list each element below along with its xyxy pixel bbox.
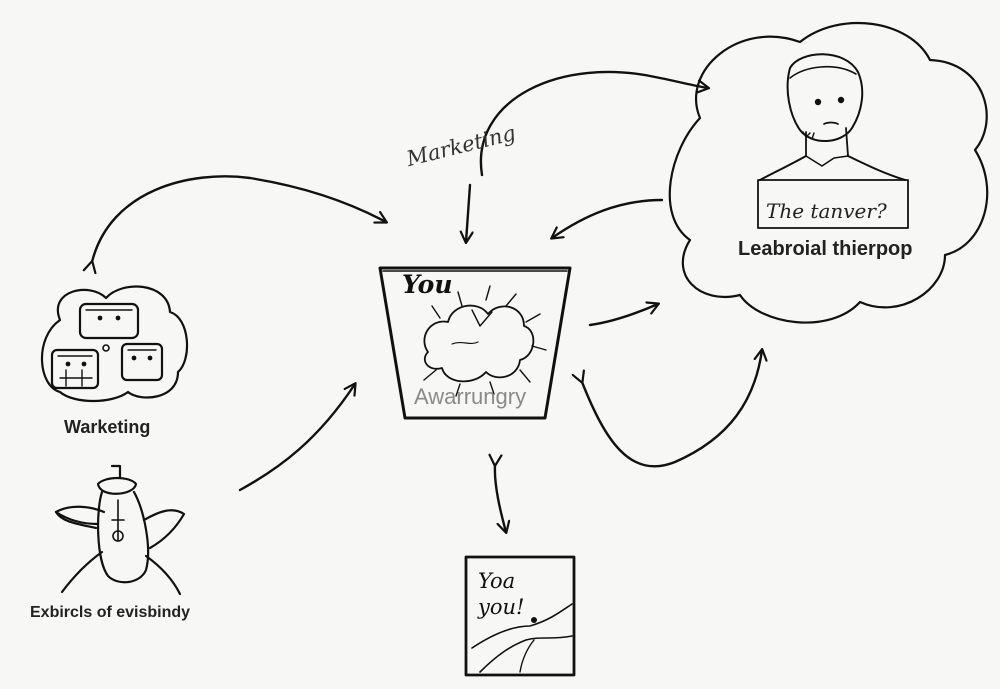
arrow-curve-to-cloud (582, 350, 762, 468)
you-cup (378, 266, 572, 420)
worry-cloud-icon (423, 304, 535, 383)
arrow-double-left (92, 175, 386, 262)
exbircls-caption: Exbircls of evisbindy (30, 604, 191, 621)
map-text-line2: you! (478, 595, 525, 619)
arrow-bottom-left-to-you (238, 384, 355, 492)
eye-icon (814, 98, 822, 106)
person-icon (759, 53, 906, 181)
audience-cloud (668, 21, 989, 324)
audience-sign-text: The tanver? (766, 199, 887, 223)
arrow-marketing-down (466, 183, 470, 242)
arrow-top-to-cloud (479, 70, 708, 177)
arrow-vertical-double (495, 465, 506, 532)
map-text: Yoa you! (478, 568, 524, 620)
arrow-cloud-to-you (552, 198, 664, 238)
arrow-you-right (588, 304, 658, 327)
hat-figure-icon (54, 464, 186, 596)
you-caption: Awarrungry (414, 384, 527, 409)
audience-caption: Leabroial thierpop (738, 238, 913, 260)
you-title: You (402, 270, 453, 299)
map-text-line1: Yoa (478, 569, 516, 593)
warketing-caption: Warketing (64, 417, 151, 437)
question-sign (757, 179, 909, 229)
warketing-heads-icon (40, 285, 189, 402)
map-icon (464, 555, 576, 677)
